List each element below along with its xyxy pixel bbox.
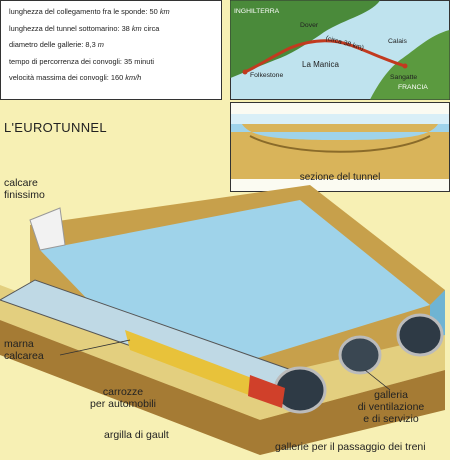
label-gallerie-treni: gallerie per il passaggio dei treni bbox=[275, 441, 426, 453]
fact-length: lunghezza del collegamento fra le sponde… bbox=[9, 7, 170, 16]
section-graphic bbox=[230, 102, 450, 192]
label-marna-calcarea: marna calcarea bbox=[4, 338, 44, 362]
label-carrozze: carrozze per automobili bbox=[90, 386, 156, 410]
facts-box: lunghezza del collegamento fra le sponde… bbox=[0, 0, 222, 100]
label-calcare-finissimo: calcare finissimo bbox=[4, 177, 45, 201]
label-argilla: argilla di gault bbox=[104, 429, 169, 441]
fact-speed: velocità massima dei convogli: 160 km/h bbox=[9, 73, 142, 82]
leader-carrozze bbox=[59, 339, 131, 356]
tunnel-illustration bbox=[0, 185, 445, 455]
section-sky bbox=[231, 114, 449, 124]
main-illustration bbox=[0, 170, 450, 455]
fact-undersea: lunghezza del tunnel sottomarino: 38 km … bbox=[9, 23, 160, 33]
marl-layer bbox=[0, 285, 445, 420]
label-galleria-ventilazione: galleria di ventilazione e di servizio bbox=[357, 389, 425, 425]
map-route bbox=[244, 39, 406, 74]
map-label-england: INGHILTERRA bbox=[234, 8, 280, 15]
section-tunnel-path bbox=[249, 135, 431, 153]
gault-clay-layer bbox=[0, 320, 445, 455]
channel-map: INGHILTERRA Dover Calais Folkestone Sang… bbox=[230, 0, 450, 100]
locomotive bbox=[248, 375, 285, 408]
service-tunnel-mouth bbox=[338, 335, 382, 375]
tunnel-section: sezione del tunnel bbox=[230, 102, 450, 192]
page-title: L'EUROTUNNEL bbox=[4, 120, 107, 135]
rail-tunnel-right-mouth bbox=[396, 313, 444, 357]
fact-diameter: diametro delle gallerie: 8,3 m bbox=[9, 40, 104, 49]
map-point-sangatte bbox=[402, 63, 408, 69]
map-point-folkestone bbox=[242, 69, 248, 75]
map-france bbox=[370, 30, 450, 100]
leader-galleria bbox=[364, 369, 391, 391]
map-label-sangatte: Sangatte bbox=[390, 74, 418, 81]
map-label-folkestone: Folkestone bbox=[250, 72, 284, 79]
fact-travel-time: tempo di percorrenza dei convogli: 35 mi… bbox=[9, 56, 155, 66]
map-label-channel: La Manica bbox=[302, 60, 339, 69]
map-label-dover: Dover bbox=[300, 22, 319, 29]
map-label-calais: Calais bbox=[388, 38, 407, 45]
section-water bbox=[231, 124, 449, 140]
map-graphic bbox=[230, 0, 450, 100]
chalk-cliff bbox=[29, 207, 66, 251]
map-label-france: FRANCIA bbox=[398, 84, 428, 91]
section-caption: sezione del tunnel bbox=[299, 172, 381, 183]
car-carrier-train bbox=[125, 330, 275, 405]
